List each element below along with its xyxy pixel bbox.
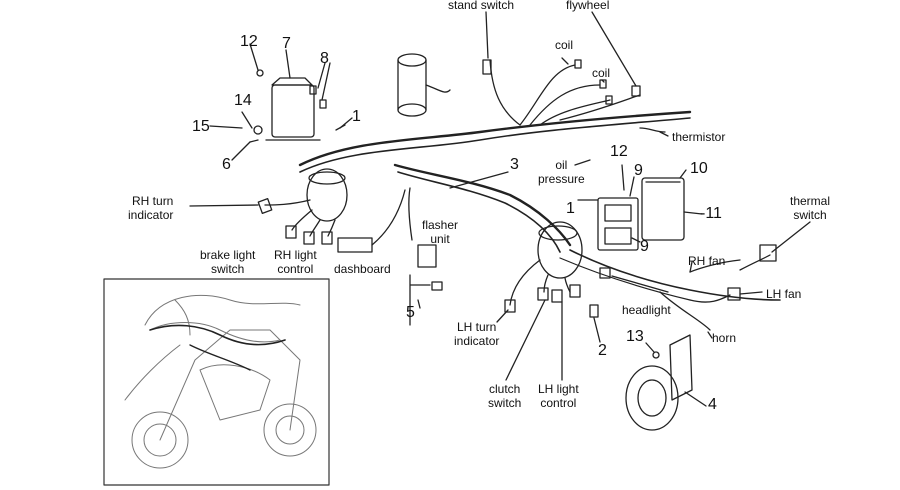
part-number-8: 8 [320, 50, 329, 67]
label-brake-light-switch: brake light switch [200, 248, 256, 276]
part-number-7: 7 [282, 35, 291, 52]
harness-branch-front [393, 163, 572, 247]
label-lh-turn-indicator: LH turn indicator [454, 320, 500, 348]
label-rh-turn-indicator: RH turn indicator [128, 194, 174, 222]
part-number-1-right: 1 [566, 200, 575, 217]
part-number-4: 4 [708, 396, 717, 413]
label-lh-fan: LH fan [766, 287, 802, 301]
motorcycle-inset-frame [103, 278, 330, 486]
label-thermal-switch: thermal switch [790, 194, 831, 222]
part-number-15: 15 [192, 118, 210, 135]
main-harness [298, 110, 692, 167]
label-coil-1: coil [555, 38, 574, 52]
label-thermistor: thermistor [672, 130, 726, 144]
part-number-6: 6 [222, 156, 231, 173]
part-number-10: 10 [690, 160, 708, 177]
part-number-12-right: 12 [610, 143, 628, 160]
label-rh-light-control: RH light control [274, 248, 317, 276]
label-flywheel: flywheel [566, 0, 610, 12]
label-headlight: headlight [622, 303, 671, 317]
label-flasher-unit: flasher unit [422, 218, 459, 246]
flasher-relay [417, 244, 437, 268]
lh-switch-housing [537, 221, 583, 279]
relay-block [597, 197, 639, 251]
part-number-2: 2 [598, 342, 607, 359]
label-horn: horn [712, 331, 737, 345]
label-clutch-switch: clutch switch [488, 382, 522, 410]
label-lh-light-control: LH light control [538, 382, 579, 410]
part-number-12-top: 12 [240, 33, 258, 50]
motorcycle-illustration [124, 294, 317, 469]
part-number-3: 3 [510, 156, 519, 173]
label-stand-switch: stand switch [448, 0, 515, 12]
label-coil-2: coil [592, 66, 611, 80]
horn [625, 365, 679, 431]
part-number-11: -11 [700, 205, 722, 222]
part-number-9-bottom: 9 [640, 238, 649, 255]
rh-switch-housing [306, 168, 348, 222]
part-number-1-left: 1 [352, 108, 361, 125]
dashboard-connector [337, 237, 373, 253]
label-dashboard: dashboard [334, 262, 391, 276]
label-rh-fan: RH fan [688, 254, 726, 268]
control-unit [271, 84, 315, 138]
part-number-14: 14 [234, 92, 252, 109]
label-oil-pressure: oil pressure [538, 158, 585, 186]
fuse-box [641, 177, 685, 241]
part-number-5: 5 [406, 304, 415, 321]
part-number-13: 13 [626, 328, 644, 345]
part-number-9-top: 9 [634, 162, 643, 179]
